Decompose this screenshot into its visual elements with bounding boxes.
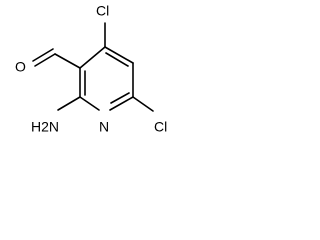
chlorine-bottom-right-label: Cl <box>154 119 167 135</box>
bond-cho-o <box>34 53 56 67</box>
ring-bond-c4-c5-inner <box>105 52 129 67</box>
bond-c6-cl <box>132 96 154 112</box>
bond-cho-o-double <box>32 48 54 62</box>
ring-bond-c6-n1 <box>109 96 134 111</box>
ring-bond-c3-c4 <box>79 46 106 69</box>
oxygen-label: O <box>15 59 26 75</box>
chemical-structure-diagram: Cl Cl O H2N N <box>15 3 167 135</box>
ring-nitrogen-label: N <box>99 119 109 135</box>
chlorine-top-label: Cl <box>96 3 109 19</box>
ring-bond-n1-c2 <box>79 96 100 111</box>
bond-c2-nh2 <box>57 96 81 111</box>
bond-c3-cho <box>54 53 81 69</box>
ring-bond-c6-n1-inner <box>110 92 130 104</box>
amine-label: H2N <box>31 119 59 135</box>
ring-bond-c4-c5 <box>104 46 134 64</box>
